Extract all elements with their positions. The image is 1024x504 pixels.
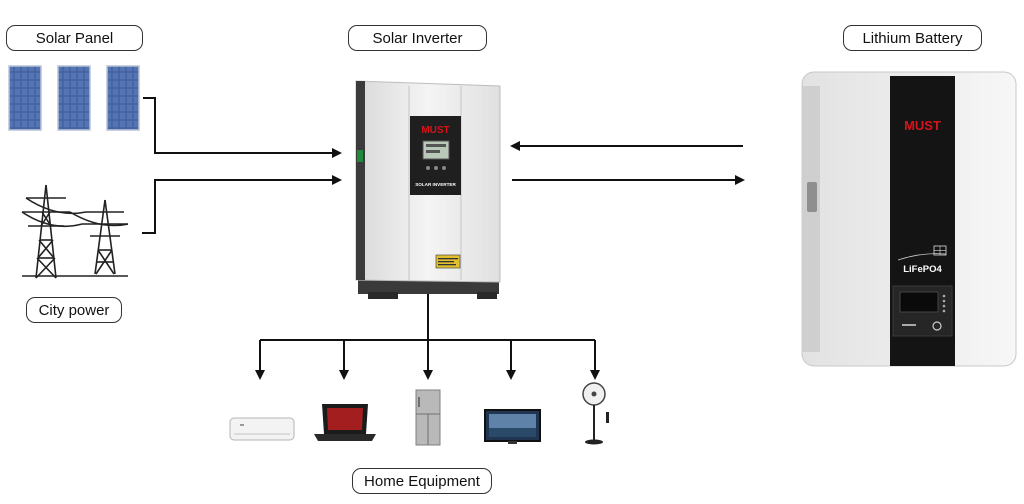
solar-inverter-label: Solar Inverter [348,25,487,51]
television-icon [484,409,541,444]
air-conditioner-icon [229,417,295,441]
standing-fan-icon [582,382,609,445]
inverter-brand: MUST [421,125,449,136]
inverter-model-text: SOLAR INVERTER [415,182,456,187]
solar-panel-label: Solar Panel [6,25,143,51]
solar-panel-icon [8,65,140,131]
connection-lines [142,97,745,380]
battery-brand: MUST [904,118,941,133]
city-power-label: City power [26,297,122,323]
power-tower-icon [21,184,129,279]
refrigerator-icon [415,389,441,446]
battery-chemistry: LiFePO4 [903,264,942,275]
solar-to-inverter-arrow [143,97,342,158]
grid-to-inverter-arrow [142,175,342,234]
laptop-icon [314,404,376,441]
lithium-battery-label: Lithium Battery [843,25,982,51]
home-equipment-label: Home Equipment [352,468,492,494]
lithium-battery-device: MUST LiFePO4 [801,71,1017,367]
solar-inverter-device: MUST SOLAR INVERTER [355,80,501,299]
